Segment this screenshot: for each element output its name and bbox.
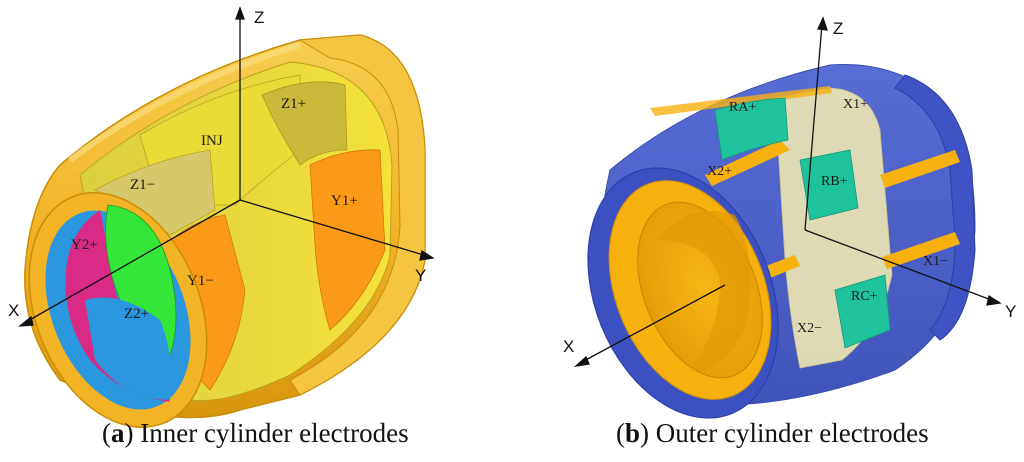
label-x2-minus: X2− [797, 321, 822, 336]
axis-label-y: Y [415, 266, 426, 285]
panel-b-outer-cylinder: Z Y X RA+ X1+ X2+ RB+ X1− RC+ X2− [563, 16, 1016, 419]
caption-a-letter: a [111, 418, 125, 448]
electrode-ra-plus [714, 97, 789, 161]
electrode-z1-plus [261, 81, 348, 166]
label-x2-plus: X2+ [707, 164, 732, 179]
axis-label-x-b: X [563, 337, 574, 356]
axis-label-z-b: Z [833, 19, 843, 38]
label-x1-plus: X1+ [843, 97, 868, 112]
label-z2-plus: Z2+ [124, 306, 149, 322]
label-z1-plus: Z1+ [281, 96, 306, 112]
caption-b-text: Outer cylinder electrodes [655, 418, 929, 448]
label-inj: INJ [201, 133, 223, 149]
electrode-rc-plus [834, 274, 891, 349]
electrode-rb-plus [799, 149, 859, 221]
axes-b [573, 16, 1002, 367]
axis-label-x: X [8, 301, 19, 320]
caption-a-text: Inner cylinder electrodes [140, 418, 409, 448]
label-x1-minus: X1− [923, 254, 948, 269]
end-cap [289, 34, 426, 396]
electrode-green [105, 204, 177, 356]
shell-highlight [68, 42, 301, 163]
caption-a: (a) Inner cylinder electrodes [102, 418, 409, 448]
bore-shadow [655, 210, 751, 371]
panel-a-inner-cylinder: Z Y X INJ Z1+ Y1+ Z1− Y2+ Y1− Z2+ [8, 6, 435, 428]
label-y2-plus: Y2+ [71, 237, 98, 253]
label-ra-plus: RA+ [729, 100, 756, 115]
label-rc-plus: RC+ [851, 289, 878, 304]
caption-b-letter: b [625, 418, 641, 448]
axis-label-y-b: Y [1005, 302, 1016, 321]
electrode-z2-plus [85, 297, 172, 400]
label-rb-plus: RB+ [821, 174, 848, 189]
label-z1-minus: Z1− [130, 177, 155, 193]
axes-a [17, 6, 435, 327]
caption-b: (b) Outer cylinder electrodes [616, 418, 929, 448]
rear-collar [894, 74, 976, 341]
axis-label-z: Z [254, 8, 264, 27]
label-y1-plus: Y1+ [331, 193, 358, 209]
gold-slots [650, 86, 960, 284]
label-y1-minus: Y1− [187, 273, 214, 289]
electrode-y1-plus [309, 149, 386, 331]
